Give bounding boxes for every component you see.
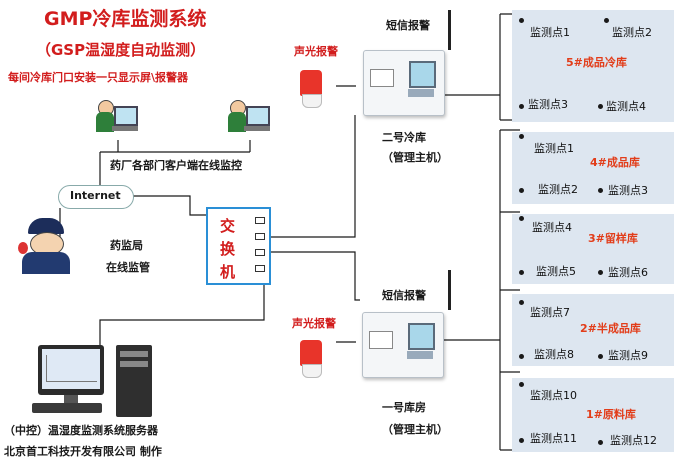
keypad-icon <box>408 89 434 97</box>
sensor-dot-icon <box>519 382 524 387</box>
zone-name: 5#成品冷库 <box>566 56 627 69</box>
server-computer-icon <box>32 345 158 425</box>
monitor-point: 监测点7 <box>530 306 570 319</box>
monitor-point: 监测点3 <box>608 184 648 197</box>
monitor-point: 监测点12 <box>610 434 657 447</box>
device-role: （管理主机） <box>382 423 448 436</box>
alarm-siren-icon <box>300 340 322 378</box>
monitor-point: 监测点11 <box>530 432 577 445</box>
monitor-point: 监测点10 <box>530 389 577 402</box>
antenna-icon <box>448 10 451 50</box>
monitor-point: 监测点5 <box>536 265 576 278</box>
sensor-dot-icon <box>519 216 524 221</box>
network-switch: 交 换 机 <box>206 207 271 285</box>
display-screen-icon <box>408 323 435 350</box>
storage-zone <box>512 214 674 284</box>
monitor-point: 监测点2 <box>538 183 578 196</box>
monitor-point: 监测点1 <box>530 26 570 39</box>
printer-icon <box>370 69 394 87</box>
sensor-dot-icon <box>598 270 603 275</box>
agency-monitor-label: 在线监管 <box>106 261 150 274</box>
footer-credit: 北京首工科技开发有限公司 制作 <box>4 445 162 458</box>
monitor-point: 监测点1 <box>534 142 574 155</box>
sensor-dot-icon <box>519 438 524 443</box>
monitor-point: 监测点8 <box>534 348 574 361</box>
switch-port <box>255 217 265 224</box>
sensor-dot-icon <box>519 18 524 23</box>
sensor-dot-icon <box>519 134 524 139</box>
zone-name: 2#半成品库 <box>580 322 641 335</box>
switch-port <box>255 233 265 240</box>
client-workstation-icon <box>228 100 270 140</box>
storage-zone <box>512 378 674 452</box>
sensor-dot-icon <box>519 300 524 305</box>
storage-zone <box>512 10 674 122</box>
keypad-icon <box>407 351 433 359</box>
sensor-dot-icon <box>519 354 524 359</box>
sensor-dot-icon <box>604 18 609 23</box>
sms-alarm-label: 短信报警 <box>386 19 430 32</box>
monitor-host-device <box>362 312 444 378</box>
storage-zone <box>512 132 674 204</box>
server-label: （中控）温湿度监测系统服务器 <box>4 424 158 437</box>
sound-light-alarm-label: 声光报警 <box>292 317 336 330</box>
switch-port <box>255 265 265 272</box>
sensor-dot-icon <box>598 104 603 109</box>
sensor-dot-icon <box>519 104 524 109</box>
device-name: 一号库房 <box>382 401 426 414</box>
monitor-host-device <box>363 50 445 116</box>
sound-light-alarm-label: 声光报警 <box>294 45 338 58</box>
police-officer-icon <box>18 218 78 274</box>
device-name: 二号冷库 <box>382 131 426 144</box>
agency-label: 药监局 <box>110 239 143 252</box>
storage-zone <box>512 294 674 366</box>
internet-label: Internet <box>70 189 121 202</box>
monitor-point: 监测点3 <box>528 98 568 111</box>
switch-char: 交 <box>220 217 236 235</box>
alarm-siren-icon <box>300 70 322 108</box>
monitor-point: 监测点2 <box>612 26 652 39</box>
sensor-dot-icon <box>598 440 603 445</box>
monitor-point: 监测点4 <box>532 221 572 234</box>
switch-char: 机 <box>220 263 236 281</box>
zone-name: 4#成品库 <box>590 156 640 169</box>
clients-label: 药厂各部门客户端在线监控 <box>110 159 242 172</box>
display-screen-icon <box>409 61 436 88</box>
switch-port <box>255 249 265 256</box>
install-note: 每间冷库门口安装一只显示屏\报警器 <box>8 71 189 84</box>
antenna-icon <box>448 270 451 310</box>
device-role: （管理主机） <box>382 151 448 164</box>
cloud-icon <box>58 185 134 209</box>
monitor-point: 监测点4 <box>606 100 646 113</box>
sensor-dot-icon <box>519 270 524 275</box>
sensor-dot-icon <box>598 188 603 193</box>
diagram-title: GMP冷库监测系统 <box>44 8 207 30</box>
zone-name: 3#留样库 <box>588 232 638 245</box>
printer-icon <box>369 331 393 349</box>
client-workstation-icon <box>96 100 138 140</box>
diagram-subtitle: （GSP温湿度自动监测） <box>36 41 206 59</box>
sensor-dot-icon <box>598 354 603 359</box>
switch-char: 换 <box>220 240 236 258</box>
sms-alarm-label: 短信报警 <box>382 289 426 302</box>
monitor-point: 监测点6 <box>608 266 648 279</box>
zone-name: 1#原料库 <box>586 408 636 421</box>
monitor-point: 监测点9 <box>608 349 648 362</box>
sensor-dot-icon <box>519 188 524 193</box>
